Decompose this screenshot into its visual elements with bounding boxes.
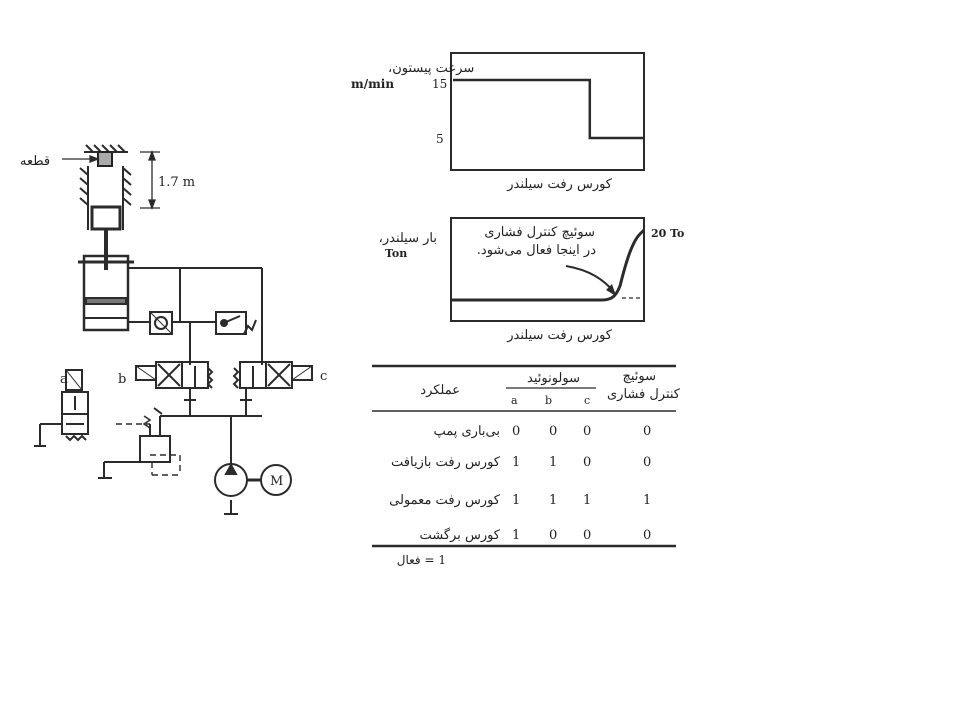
hydraulic-circuit: [34, 144, 313, 515]
speed-chart-frame: [450, 52, 645, 171]
row-a: 1: [512, 493, 520, 508]
row-switch: 0: [643, 424, 651, 439]
row-b: 1: [549, 493, 557, 508]
part-leader: [62, 155, 100, 163]
load-chart-curve: [452, 228, 646, 302]
valve-c-label: c: [320, 369, 327, 384]
row-c: 1: [583, 493, 591, 508]
row-c: 0: [583, 528, 591, 543]
solenoid-valve-a: [34, 369, 89, 447]
speed-chart-tick-15: 15: [432, 77, 447, 91]
row-b: 0: [549, 424, 557, 439]
hydraulic-pump: [214, 462, 262, 515]
speed-chart-series-line: [453, 78, 643, 140]
solenoid-valve-b: [135, 361, 214, 401]
speed-chart-ylabel-2: m/min: [351, 77, 394, 91]
press-frame: [79, 166, 132, 230]
load-chart-annotation-1: سوئیچ کنترل فشاری: [484, 225, 595, 240]
pipework: [128, 267, 263, 514]
valve-a-label: a: [60, 372, 68, 387]
row-operation: کورس برگشت: [419, 527, 500, 543]
row-operation: کورس رفت معمولی: [389, 493, 501, 508]
workpiece: [97, 151, 113, 167]
row-a: 1: [512, 455, 520, 470]
table-footnote: 1 = فعال: [397, 553, 446, 567]
table-subheader-c: c: [584, 394, 590, 407]
table-row: بی‌باری پمپ 0 0 0 0: [433, 424, 651, 439]
valve-b-label: b: [118, 372, 126, 387]
table-header-switch-2: کنترل فشاری: [607, 387, 681, 402]
motor-label: M: [270, 474, 283, 489]
solenoid-valve-c: [232, 361, 313, 401]
row-switch: 0: [643, 528, 651, 543]
table-subheader-b: b: [545, 394, 552, 407]
load-chart-xlabel: کورس رفت سیلندر: [506, 328, 613, 343]
ceiling-hatch: [84, 144, 128, 153]
part-label: قطعه: [20, 154, 50, 169]
load-chart-frame: [450, 217, 645, 322]
table-row: کورس برگشت 1 0 0 0: [419, 527, 651, 543]
stroke-dimension: [140, 150, 160, 210]
table-row: کورس رفت معمولی 1 1 1 1: [389, 493, 651, 508]
speed-chart-tick-5: 5: [436, 132, 444, 146]
pilot-check-valve: [149, 311, 173, 335]
row-a: 1: [512, 528, 520, 543]
load-chart: 20 To بار سیلندر، Ton سوئیچ کنترل فشاری …: [379, 217, 684, 343]
row-operation: کورس رفت بازیافت: [391, 455, 501, 470]
row-switch: 0: [643, 455, 651, 470]
load-chart-ylabel-1: بار سیلندر،: [379, 231, 437, 246]
table-header-operation: عملکرد: [420, 383, 460, 398]
stroke-label: 1.7 m: [158, 175, 195, 190]
pressure-switch: [215, 311, 257, 335]
press-ram: [90, 205, 122, 231]
table-header-solenoid: سولونوئید: [527, 371, 580, 386]
load-chart-ylabel-2: Ton: [385, 247, 407, 260]
row-b: 0: [549, 528, 557, 543]
row-b: 1: [549, 455, 557, 470]
pilot-lines: [116, 270, 181, 476]
speed-chart: 15 5 سرعت پیستون، m/min کورس رفت سیلندر: [351, 52, 645, 192]
annotation-arrow: [565, 265, 616, 296]
row-c: 0: [583, 424, 591, 439]
row-a: 0: [512, 424, 520, 439]
row-operation: بی‌باری پمپ: [433, 424, 500, 439]
solenoid-state-table: عملکرد سولونوئید سوئیچ کنترل فشاری a b c…: [372, 364, 681, 567]
hydraulic-cylinder: [78, 254, 134, 332]
electric-motor: [260, 464, 292, 496]
relief-valve: [98, 407, 171, 479]
table-subheader-a: a: [511, 394, 518, 407]
load-chart-annotation-2: در اینجا فعال می‌شود.: [477, 243, 596, 258]
load-chart-max-label: 20 To: [651, 227, 684, 240]
table-row: کورس رفت بازیافت 1 1 0 0: [391, 455, 651, 470]
speed-chart-ylabel-1: سرعت پیستون،: [388, 61, 474, 76]
speed-chart-xlabel: کورس رفت سیلندر: [506, 177, 613, 192]
row-switch: 1: [643, 493, 651, 508]
row-c: 0: [583, 455, 591, 470]
table-header-switch-1: سوئیچ: [622, 369, 656, 384]
